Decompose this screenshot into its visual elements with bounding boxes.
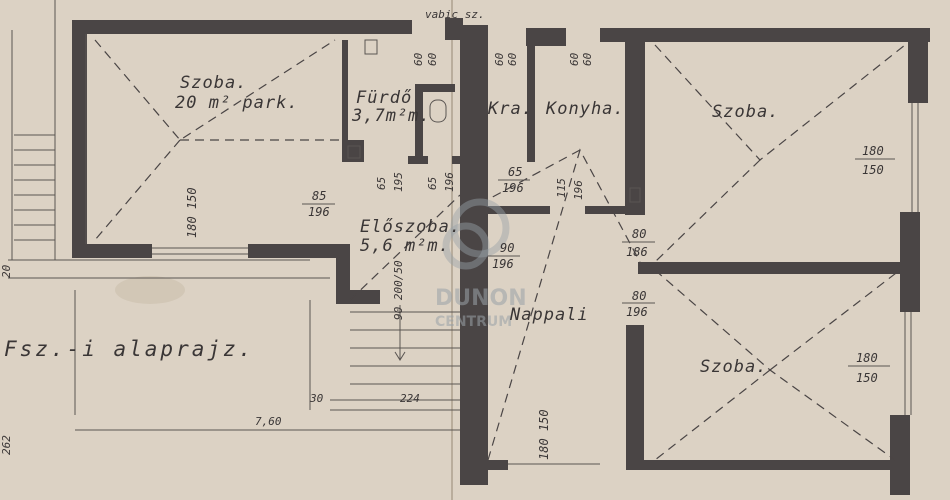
szoba-top-right-name: Szoba. — [712, 102, 779, 122]
wall-central — [460, 25, 488, 485]
dim-stair-30: 30 — [309, 392, 324, 405]
paper-stain — [115, 276, 185, 304]
dim-wc-door-a: 65 — [426, 177, 439, 190]
bath-drain-icon — [347, 145, 361, 159]
wall-kamra-bottom — [487, 206, 550, 214]
dim-door-85: 85 — [312, 189, 326, 203]
wall-bottom-left-b — [248, 244, 348, 258]
dim-wc-door-b: 196 — [443, 172, 456, 192]
roof-dash — [94, 139, 181, 241]
chimney-a — [445, 18, 463, 40]
dim-door-186: 186 — [626, 245, 648, 259]
dim-konyha-door-a: 115 — [555, 178, 568, 198]
watermark-brand: DUNON — [435, 286, 527, 311]
wall-stair-left — [336, 244, 350, 304]
dim-vent-3a: 60 — [568, 52, 581, 66]
szoba-left-name: Szoba. — [180, 73, 247, 93]
outline-lines — [8, 0, 919, 465]
wall-partition-b — [346, 140, 364, 162]
dim-vent-1b: 60 — [426, 52, 439, 66]
wall-konyha-bottom — [585, 206, 635, 214]
dim-stair-224: 224 — [400, 392, 420, 405]
roof-dash — [654, 159, 761, 263]
roof-dash — [654, 369, 771, 461]
dim-door-80b-b: 196 — [626, 305, 648, 319]
szoba-bottom-right-name: Szoba. — [700, 357, 767, 377]
furdo-name: Fürdő — [356, 88, 412, 108]
dim-door-80-a: 80 — [632, 227, 646, 241]
wall-partition-a — [342, 40, 348, 162]
wall-wc-bottom-b — [452, 156, 462, 164]
wall-right-top — [908, 28, 928, 103]
dim-szoba-br-window-a: 180 — [856, 351, 878, 365]
kamra-name: Kra. — [487, 99, 533, 119]
dim-left-20: 20 — [0, 264, 13, 278]
dim-door-80b-a: 80 — [632, 289, 646, 303]
dim-left-262: 262 — [0, 435, 13, 455]
dim-szoba-br-window-b: 150 — [856, 371, 878, 385]
wall-kamra-konyha — [527, 40, 535, 162]
wall-bottom-nappali — [480, 460, 508, 470]
walls — [72, 18, 930, 495]
toilet-icon — [429, 99, 447, 123]
nappali-name: Nappali — [509, 305, 589, 325]
dim-door-90-196: 196 — [492, 257, 514, 271]
wall-top-left — [72, 20, 412, 34]
wall-right-bottom — [890, 415, 910, 495]
watermark-logo-icon — [442, 222, 490, 270]
fixtures — [347, 39, 641, 203]
sink-icon — [364, 39, 378, 55]
wall-wc-top — [415, 84, 455, 92]
dim-vent-2b: 60 — [506, 52, 519, 66]
szoba-left-area: 20 m² park. — [175, 93, 299, 113]
watermark-sub: CENTRUM — [435, 314, 512, 330]
dim-furdo-door-a: 65 — [375, 177, 388, 190]
roof-dash — [486, 149, 581, 201]
dim-vent-1a: 60 — [412, 52, 425, 66]
plan-title: Fsz.-i alaprajz. — [4, 337, 254, 361]
dim-door-196: 196 — [308, 205, 330, 219]
roof-lines — [94, 39, 906, 461]
konyha-name: Konyha. — [545, 99, 625, 119]
eloszoba-area: 5,6 m²m. — [360, 236, 450, 256]
top-label: vabic sz. — [425, 8, 485, 21]
dim-szoba-tr-window-a: 180 — [862, 144, 884, 158]
watermark-logo-icon — [450, 198, 510, 258]
wall-bottom-right — [626, 460, 906, 470]
dim-kamra-door-b: 196 — [502, 181, 524, 195]
wall-top-right — [600, 28, 930, 42]
wall-right-mid — [900, 212, 920, 312]
wall-left-outer — [72, 20, 87, 258]
dim-konyha-door-b: 196 — [572, 180, 585, 200]
wall-konyha-right — [625, 40, 645, 215]
wall-bottom-left-a — [72, 244, 152, 258]
dim-nappali-window: 180 150 — [537, 409, 551, 460]
dim-furdo-door-b: 195 — [392, 172, 405, 192]
dimension-labels: 180 150 85 196 65 195 65 196 60 60 60 60… — [0, 52, 895, 460]
stairs — [14, 134, 460, 411]
dim-stair-window: 90 200/50 — [392, 260, 405, 320]
watermark: DUNON CENTRUM — [435, 198, 527, 330]
chimney-b — [526, 28, 566, 46]
dim-total-760: 7,60 — [255, 415, 282, 428]
dim-kamra-door-a: 65 — [508, 165, 522, 179]
wall-szoba-partition — [638, 262, 908, 274]
roof-dash — [349, 194, 461, 301]
furdo-area: 3,7m²m. — [351, 106, 431, 126]
dim-szoba-tr-window-b: 150 — [862, 163, 884, 177]
wall-wc-left — [415, 84, 423, 164]
dim-vent-2a: 60 — [493, 52, 506, 66]
dim-szoba-left-window: 180 150 — [185, 187, 199, 238]
eloszoba-name: Előszoba. — [360, 217, 461, 237]
wall-nappali-right — [626, 325, 644, 470]
roof-dash — [769, 269, 901, 371]
stove-icon — [629, 187, 641, 203]
wall-stair-corner — [336, 290, 380, 304]
dim-vent-3b: 60 — [581, 52, 594, 66]
stair-arrow-head — [394, 351, 406, 361]
wall-wc-bottom — [408, 156, 428, 164]
dim-door-90: 90 — [500, 241, 514, 255]
